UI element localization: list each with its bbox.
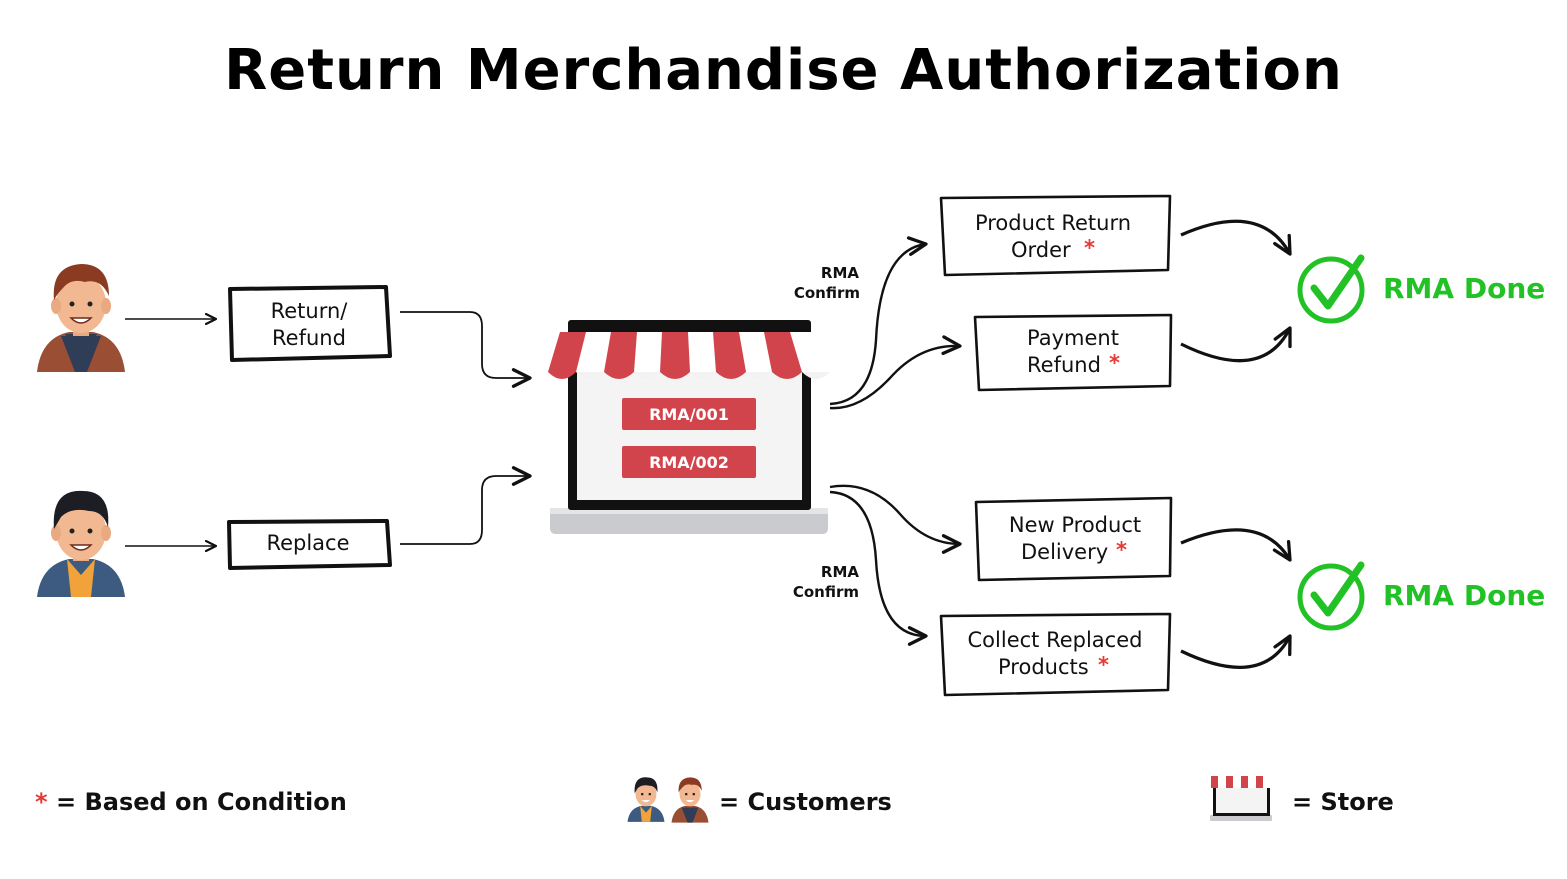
product-return-order-box: Product Return Order * (939, 194, 1172, 277)
legend-customer-icon (671, 777, 709, 823)
collect-replaced-products-label-line2: Products (998, 655, 1089, 679)
legend-condition-symbol: * (35, 788, 48, 816)
arrow-icon (1180, 528, 1292, 562)
payment-refund-label-line2: Refund (1027, 353, 1101, 377)
new-product-delivery-label-line2: Delivery (1021, 540, 1108, 564)
rma-ticket-1: RMA/001 (622, 398, 756, 430)
rma-confirm-top-line1: RMA (821, 264, 859, 282)
rma-confirm-bottom-line2: Confirm (793, 583, 859, 601)
arrow-icon (829, 236, 928, 406)
payment-refund-box: Payment Refund * (973, 313, 1173, 392)
product-return-order-label-line2: Order (1011, 238, 1071, 262)
new-product-delivery-label-line1: New Product (1009, 513, 1141, 537)
new-product-delivery-box: New Product Delivery * (974, 496, 1173, 582)
arrow-icon (400, 466, 532, 545)
condition-marker: * (1116, 538, 1127, 562)
arrow-icon (829, 484, 962, 554)
legend-store-icon (1210, 776, 1272, 821)
payment-refund-label-line1: Payment (1027, 326, 1119, 350)
check-circle-icon (1297, 254, 1365, 324)
rma-confirm-top-line2: Confirm (794, 284, 860, 302)
legend-customer-icon (627, 777, 665, 822)
condition-marker: * (1084, 236, 1095, 260)
page-title: Return Merchandise Authorization (224, 38, 1343, 103)
return-refund-label-line1: Return/ (271, 299, 349, 323)
rma-ticket-1-label: RMA/001 (649, 405, 729, 424)
arrow-icon (1180, 219, 1292, 256)
customer-1-avatar-icon (37, 264, 125, 372)
legend-store-text: = Store (1292, 788, 1394, 816)
arrow-icon (1180, 634, 1292, 669)
collect-replaced-products-box: Collect Replaced Products * (939, 612, 1172, 697)
rma-confirm-bottom-line1: RMA (821, 563, 859, 581)
condition-marker: * (1098, 653, 1109, 677)
customer-2-avatar-icon (37, 490, 125, 597)
arrow-icon (829, 335, 962, 410)
replace-box: Replace (227, 519, 392, 570)
product-return-order-label-line1: Product Return (975, 211, 1131, 235)
replace-label: Replace (266, 531, 349, 555)
rma-done-bottom-label: RMA Done (1383, 579, 1545, 612)
return-refund-label-line2: Refund (272, 326, 346, 350)
arrow-icon (400, 311, 532, 388)
store-icon: RMA/001 RMA/002 (548, 320, 830, 534)
arrow-icon (1180, 326, 1292, 363)
rma-done-top-label: RMA Done (1383, 272, 1545, 305)
arrow-icon (829, 490, 928, 646)
legend: * = Based on Condition = Customers (35, 776, 1394, 823)
rma-ticket-2: RMA/002 (622, 446, 756, 478)
rma-ticket-2-label: RMA/002 (649, 453, 729, 472)
condition-marker: * (1109, 351, 1120, 375)
legend-customers-text: = Customers (719, 788, 892, 816)
return-refund-box: Return/ Refund (228, 285, 392, 362)
collect-replaced-products-label-line1: Collect Replaced (968, 628, 1143, 652)
check-circle-icon (1297, 561, 1365, 631)
legend-condition-text: = Based on Condition (56, 788, 347, 816)
